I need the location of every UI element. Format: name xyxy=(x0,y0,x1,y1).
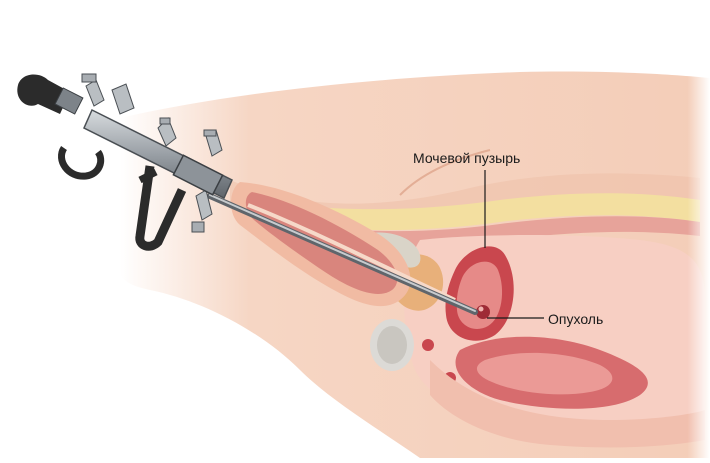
scope-handle-large xyxy=(135,165,187,251)
scope-connector xyxy=(172,154,224,196)
tumor-highlight xyxy=(478,306,484,312)
valve-2 xyxy=(111,83,135,115)
tumor-label: Опухоль xyxy=(548,311,604,327)
urethra-channel xyxy=(247,203,456,302)
valve-5 xyxy=(195,189,213,221)
tumor-icon xyxy=(476,305,490,319)
scope-eyepiece-ring xyxy=(54,87,84,115)
vessel-node xyxy=(422,339,434,351)
bladder-label: Мочевой пузырь xyxy=(413,150,521,166)
skin-fold xyxy=(399,149,491,196)
valve-1 xyxy=(85,79,105,107)
testis-inner xyxy=(377,326,407,364)
cystoscope-icon xyxy=(17,73,478,315)
scope-handle-small xyxy=(58,146,105,180)
